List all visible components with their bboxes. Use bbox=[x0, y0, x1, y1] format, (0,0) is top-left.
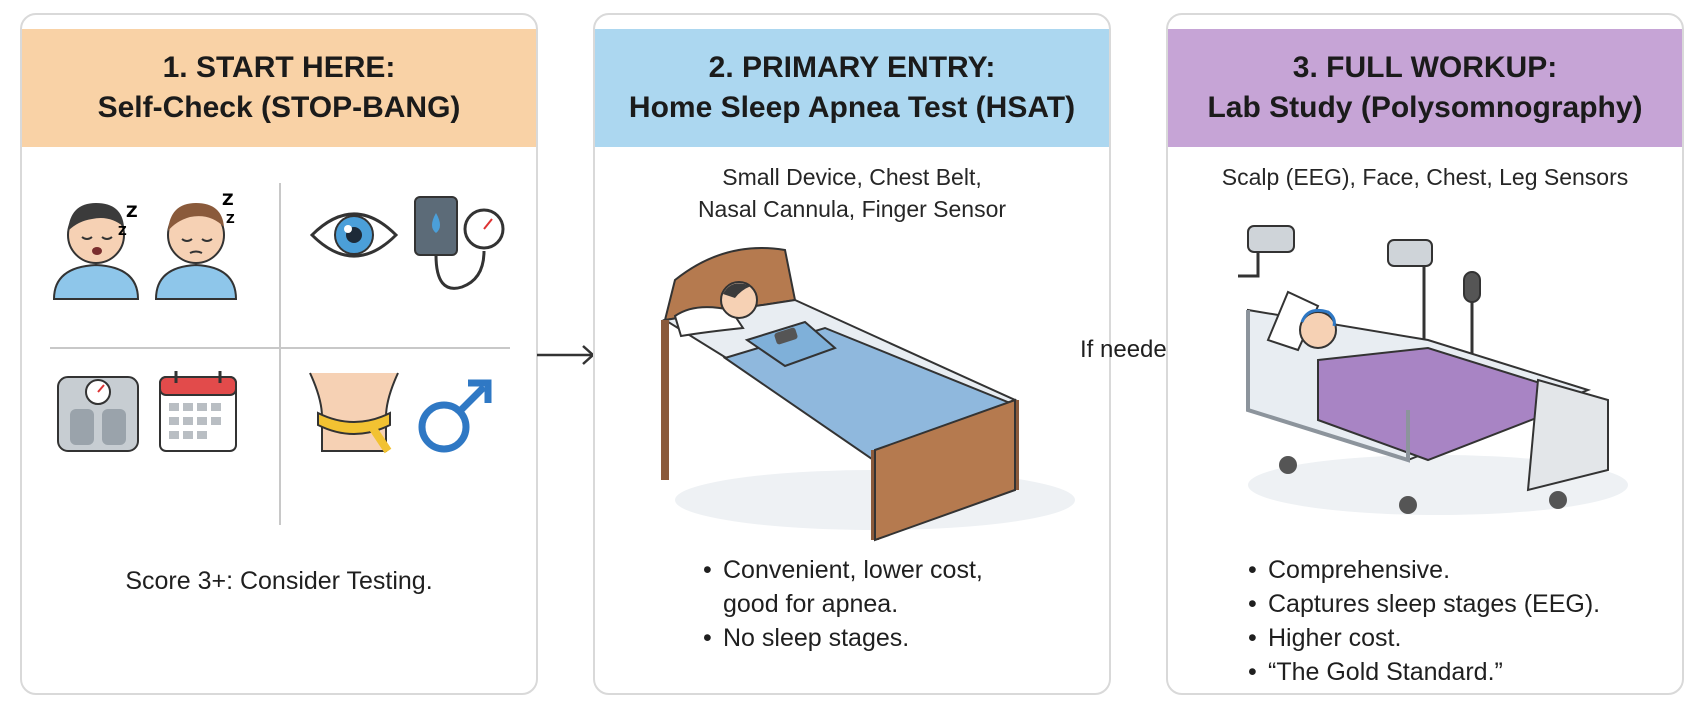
step-1-subtitle: Self-Check (STOP-BANG) bbox=[97, 91, 461, 124]
svg-text:Z: Z bbox=[222, 190, 234, 209]
step-2-title: 2. PRIMARY ENTRY: bbox=[708, 51, 996, 84]
male-symbol-icon bbox=[418, 379, 492, 453]
step-2-header: 2. PRIMARY ENTRY: Home Sleep Apnea Test … bbox=[595, 29, 1109, 147]
step-3-note: “The Gold Standard.” bbox=[1248, 655, 1600, 689]
step-2-card: 2. PRIMARY ENTRY: Home Sleep Apnea Test … bbox=[593, 13, 1111, 695]
step-3-title: 3. FULL WORKUP: bbox=[1292, 51, 1558, 84]
step-2-notes: Convenient, lower cost, good for apnea. … bbox=[703, 553, 983, 655]
home-bed-sleeper-icon bbox=[661, 247, 1075, 542]
calendar-icon bbox=[159, 371, 237, 452]
neck-measure-icon bbox=[309, 372, 399, 454]
step-2-note: Convenient, lower cost, bbox=[703, 553, 983, 587]
step-3-card: 3. FULL WORKUP: Lab Study (Polysomnograp… bbox=[1166, 13, 1684, 695]
score-guidance: Score 3+: Consider Testing. bbox=[125, 567, 433, 595]
snoring-person-icon: Z Z bbox=[52, 202, 140, 300]
step-2-note: No sleep stages. bbox=[703, 621, 983, 655]
step-1-card: 1. START HERE: Self-Check (STOP-BANG) Z … bbox=[20, 13, 538, 695]
step-3-notes: Comprehensive. Captures sleep stages (EE… bbox=[1248, 553, 1600, 689]
camera-icon bbox=[1387, 239, 1433, 340]
step-2-sensor-line-1: Small Device, Chest Belt, bbox=[722, 164, 982, 190]
weight-scale-icon bbox=[57, 376, 139, 452]
stop-bang-icon-grid: Z Z Z Z bbox=[50, 183, 510, 525]
eye-icon bbox=[309, 212, 399, 258]
step-2-sensor-line-2: Nasal Cannula, Finger Sensor bbox=[697, 196, 1007, 222]
step-1-header: 1. START HERE: Self-Check (STOP-BANG) bbox=[22, 29, 536, 147]
step-3-note: Higher cost. bbox=[1248, 621, 1600, 655]
svg-text:Z: Z bbox=[118, 224, 127, 238]
svg-text:Z: Z bbox=[126, 202, 138, 221]
step-2-subtitle: Home Sleep Apnea Test (HSAT) bbox=[628, 91, 1076, 124]
lab-bed-sleeper-icon bbox=[1238, 225, 1628, 515]
connector-label: If needed bbox=[1080, 336, 1181, 363]
blood-pressure-cuff-icon bbox=[414, 196, 505, 290]
step-2-note: good for apnea. bbox=[723, 590, 899, 618]
step-3-header: 3. FULL WORKUP: Lab Study (Polysomnograp… bbox=[1168, 29, 1682, 147]
step-1-title: 1. START HERE: bbox=[162, 51, 396, 84]
step-3-subtitle: Lab Study (Polysomnography) bbox=[1207, 91, 1643, 124]
svg-text:Z: Z bbox=[226, 212, 235, 226]
arrow-right-icon bbox=[537, 345, 595, 365]
camera-icon bbox=[1238, 225, 1295, 278]
step-3-sensor-line: Scalp (EEG), Face, Chest, Leg Sensors bbox=[1221, 164, 1629, 190]
step-3-note: Comprehensive. bbox=[1248, 553, 1600, 587]
tired-person-icon: Z Z bbox=[154, 190, 238, 300]
step-3-note: Captures sleep stages (EEG). bbox=[1248, 587, 1600, 621]
